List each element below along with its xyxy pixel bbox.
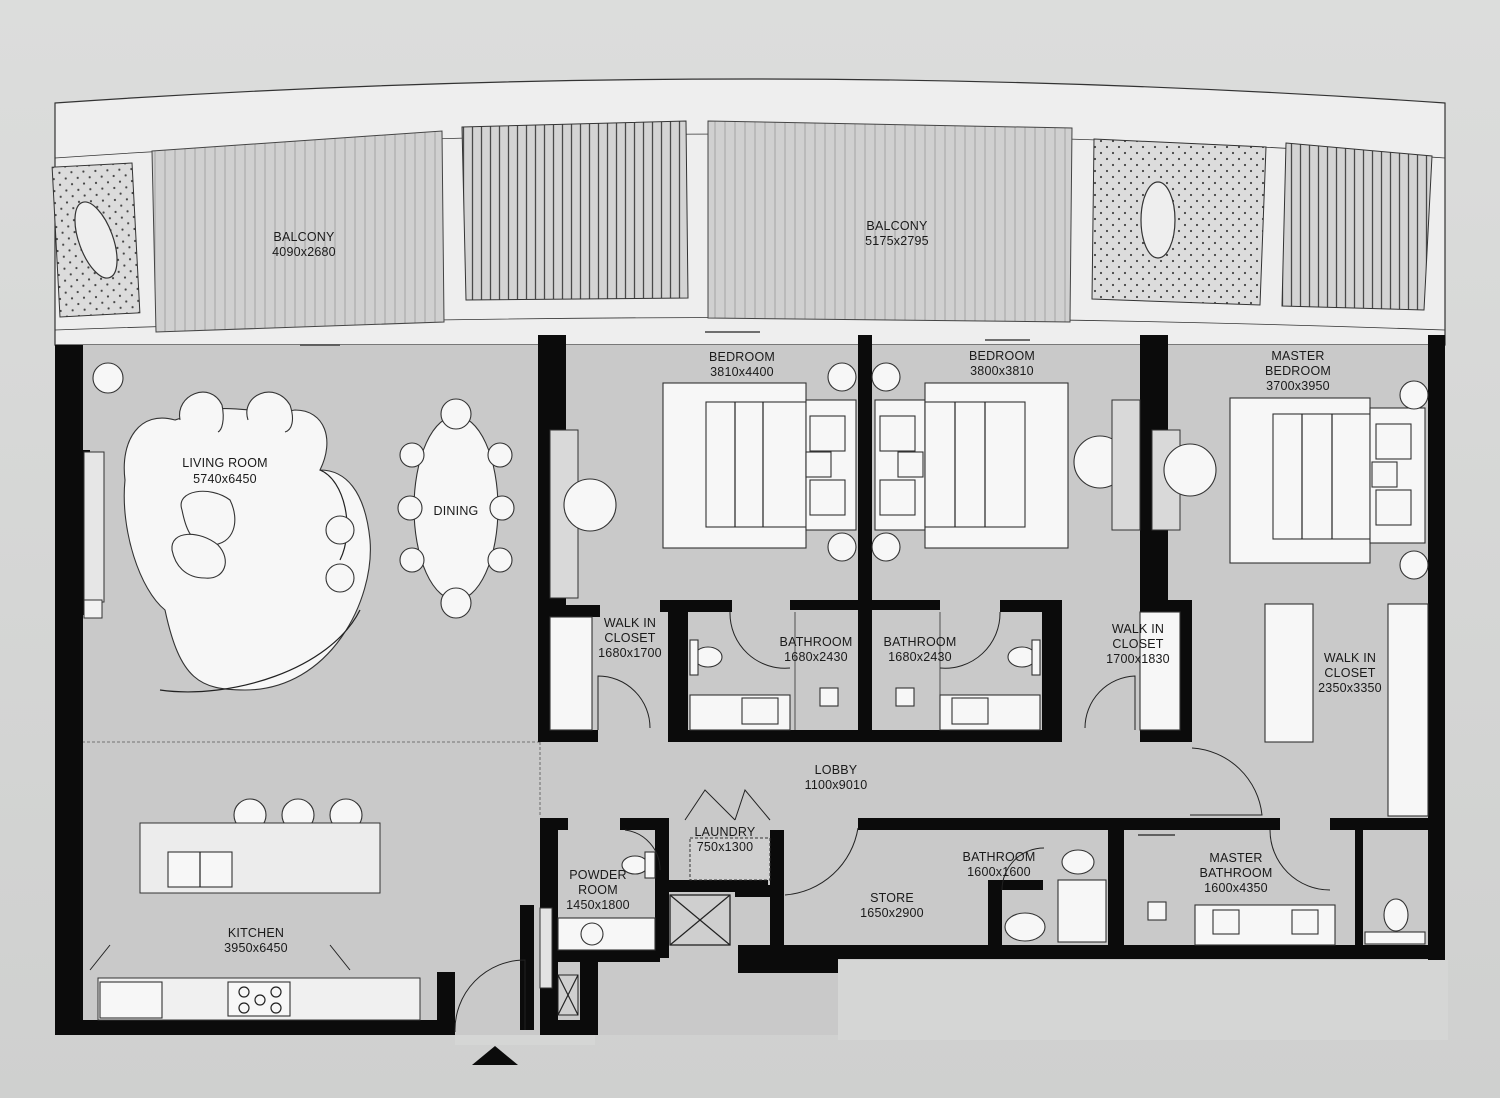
balcony-right-size: 5175x2795 [865, 234, 929, 248]
entrance-door [454, 959, 526, 1033]
master-bathroom-name-2: BATHROOM [1200, 866, 1273, 880]
closet-3-shelf-left [1264, 603, 1314, 743]
bedroom-2-size: 3800x3810 [970, 364, 1034, 378]
bathroom-3-fixtures [1001, 847, 1107, 943]
living-room-size: 5740x6450 [193, 472, 257, 486]
laundry-name: LAUNDRY [695, 825, 756, 839]
store-size: 1650x2900 [860, 906, 924, 920]
walk-in-closet-1-name-2: CLOSET [604, 631, 655, 645]
balcony-deck-4 [1281, 142, 1433, 311]
bedroom-2-furniture [871, 362, 1141, 562]
bedroom-1-furniture [549, 362, 857, 599]
powder-room-size: 1450x1800 [566, 898, 630, 912]
balcony-deck-1 [151, 130, 445, 333]
walk-in-closet-2-name-1: WALK IN [1112, 622, 1164, 636]
balcony-right-name: BALCONY [866, 219, 928, 233]
dining-set [397, 398, 515, 619]
master-bathroom-size: 1600x4350 [1204, 881, 1268, 895]
balcony-rug-left [51, 162, 141, 318]
walk-in-closet-1-size: 1680x1700 [598, 646, 662, 660]
bathroom-2-fixtures [895, 611, 1041, 731]
bathroom-1-size: 1680x2430 [784, 650, 848, 664]
bathroom-1-fixtures [689, 611, 839, 731]
living-room-name: LIVING ROOM [182, 456, 268, 470]
laundry-fixtures [684, 788, 771, 881]
bedroom-2-name: BEDROOM [969, 349, 1035, 363]
kitchen-name: KITCHEN [228, 926, 284, 940]
store-name: STORE [870, 891, 914, 905]
walk-in-closet-2-size: 1700x1830 [1106, 652, 1170, 666]
bathroom-3-name: BATHROOM [963, 850, 1036, 864]
balcony-rug-right [1091, 138, 1267, 306]
bathroom-2-name: BATHROOM [884, 635, 957, 649]
powder-room-name-2: ROOM [578, 883, 618, 897]
entrance-arrow-icon [472, 1046, 518, 1065]
kitchen-size: 3950x6450 [224, 941, 288, 955]
master-bedroom-name-1: MASTER [1271, 349, 1324, 363]
dining-name: DINING [434, 504, 479, 518]
store-door [784, 827, 859, 896]
closet-1-shelf [549, 616, 593, 731]
lobby-size: 1100x9010 [805, 778, 868, 792]
walk-in-closet-1-name-1: WALK IN [604, 616, 656, 630]
master-bedroom-furniture [1151, 380, 1429, 580]
walk-in-closet-3-name-1: WALK IN [1324, 651, 1376, 665]
bedroom-1-size: 3810x4400 [710, 365, 774, 379]
kitchen-fixtures [89, 798, 421, 1021]
master-bathroom-fixtures [1138, 829, 1426, 946]
bathroom-2-size: 1680x2430 [888, 650, 952, 664]
balcony-band: BALCONY 4090x2680 BALCONY 5175x2795 [51, 78, 1446, 346]
master-bathroom-name-1: MASTER [1209, 851, 1262, 865]
walk-in-closet-2-name-2: CLOSET [1112, 637, 1163, 651]
closet-2-shelf [1139, 611, 1181, 731]
lobby-name: LOBBY [815, 763, 858, 777]
master-bedroom-size: 3700x3950 [1266, 379, 1330, 393]
living-room-furniture [83, 362, 371, 693]
powder-room-fixtures [557, 829, 661, 951]
balcony-left-size: 4090x2680 [272, 245, 336, 259]
laundry-size: 750x1300 [697, 840, 754, 854]
bedroom-1-name: BEDROOM [709, 350, 775, 364]
balcony-deck-2 [461, 120, 689, 301]
master-bedroom-name-2: BEDROOM [1265, 364, 1331, 378]
walk-in-closet-3-size: 2350x3350 [1318, 681, 1382, 695]
bathroom-3-size: 1600x1600 [967, 865, 1031, 879]
powder-room-name-1: POWDER [569, 868, 626, 882]
balcony-left-name: BALCONY [273, 230, 335, 244]
balcony-deck-3 [707, 120, 1073, 323]
bathroom-1-name: BATHROOM [780, 635, 853, 649]
closet-3-shelf-right [1387, 603, 1429, 817]
walk-in-closet-3-name-2: CLOSET [1324, 666, 1375, 680]
